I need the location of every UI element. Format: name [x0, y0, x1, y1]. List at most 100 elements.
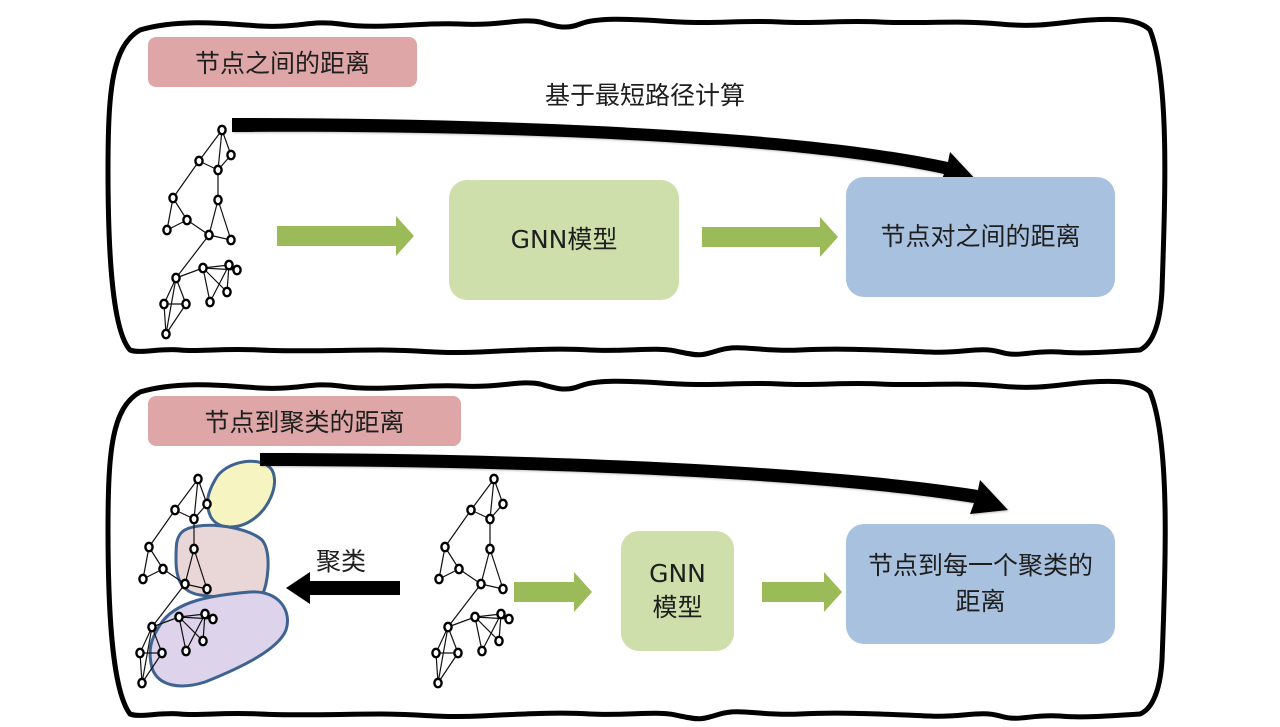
graph-node [431, 647, 441, 659]
graph-edge [474, 616, 500, 642]
graph-node [198, 635, 208, 647]
graph-node [232, 264, 242, 276]
graph-edge [444, 509, 472, 548]
graph-node [485, 543, 495, 555]
graph-node [180, 578, 190, 590]
graph-edge [202, 267, 211, 303]
graph-node [498, 583, 508, 595]
graph-node [193, 473, 203, 485]
graph-node [181, 645, 191, 657]
graph-node [171, 272, 181, 284]
graph-edge [178, 616, 187, 652]
gnn-model-box-top: GNN模型 [449, 180, 679, 300]
graph-edge [489, 548, 504, 590]
graph-edge [193, 478, 199, 520]
graph-node [434, 573, 444, 585]
graph-edge [202, 267, 228, 293]
graph-node [168, 192, 178, 204]
graph-edge [198, 129, 223, 162]
input-graph-top [159, 124, 242, 340]
graph-node [158, 563, 168, 575]
graph-edge [165, 277, 177, 335]
graph-node [182, 214, 192, 226]
graph-edge [185, 613, 206, 652]
flow-arrow-graph-to-model-bottom [514, 572, 592, 612]
curved-arrow-cluster-distance [260, 453, 1008, 514]
graph-node [194, 155, 204, 167]
graph-node [433, 677, 443, 689]
shortest-path-label: 基于最短路径计算 [545, 81, 746, 110]
graph-edge [178, 616, 204, 642]
section-tag-node-cluster-distance: 节点到聚类的距离 [148, 396, 461, 446]
graph-edge [438, 546, 446, 580]
result-text: 节点对之间的距离 [880, 222, 1081, 251]
graph-node [217, 124, 227, 136]
graph-edge [437, 652, 459, 684]
graph-node [205, 296, 215, 308]
gnn-model-text: GNN模型 [510, 225, 618, 254]
graph-node [162, 224, 172, 236]
section-tag-text: 节点到聚类的距离 [204, 408, 405, 437]
graph-edge [208, 199, 219, 236]
graph-node [161, 328, 171, 340]
graph-edge [141, 652, 163, 684]
flow-arrow-model-to-result-bottom [762, 572, 842, 612]
graph-node [476, 578, 486, 590]
graph-node [138, 573, 148, 585]
graph-edge [470, 478, 495, 511]
graph-node [202, 583, 212, 595]
gnn-model-box-bottom: GNN 模型 [621, 531, 734, 651]
graph-edge [437, 626, 449, 684]
graph-node [224, 259, 234, 271]
graph-node [496, 608, 506, 620]
graph-node [494, 635, 504, 647]
graph-edge [166, 197, 174, 231]
graph-node [466, 504, 476, 516]
graph-node [198, 262, 208, 274]
graph-node [489, 473, 499, 485]
graph-edge [480, 548, 491, 585]
graph-node [137, 677, 147, 689]
graph-edge [151, 583, 186, 628]
graph-node [226, 149, 236, 161]
graph-edge [217, 129, 223, 171]
graph-edge [172, 160, 200, 199]
graph-node [174, 611, 184, 623]
graph-edge [481, 613, 502, 652]
cluster-label: 聚类 [316, 547, 367, 576]
graph-edge [141, 626, 153, 684]
graph-node [213, 164, 223, 176]
graph-node [147, 621, 157, 633]
graph-edge [148, 509, 176, 548]
graph-edge [209, 264, 230, 303]
graph-node [443, 621, 453, 633]
graph-node [189, 543, 199, 555]
graph-edge [142, 546, 150, 580]
graph-node [454, 563, 464, 575]
cluster-arrow [286, 572, 400, 604]
graph-node [170, 504, 180, 516]
graph-node [453, 647, 463, 659]
graph-edge [489, 478, 495, 520]
graph-edge [174, 478, 199, 511]
graph-node [477, 645, 487, 657]
graph-node [213, 194, 223, 206]
section-tag-text: 节点之间的距离 [194, 49, 370, 78]
graph-node [485, 513, 495, 525]
graph-node [204, 229, 214, 241]
graph-node [226, 234, 236, 246]
graph-node [208, 613, 218, 625]
gnn-model-text-line1: GNN [649, 559, 706, 588]
graph-node [202, 498, 212, 510]
graph-node [498, 498, 508, 510]
graph-node [135, 647, 145, 659]
graph-edge [474, 616, 483, 652]
result-box-node-cluster-distance: 节点到每一个聚类的距离 [846, 524, 1115, 644]
graph-node [504, 613, 514, 625]
input-graph-bottom [431, 473, 514, 689]
curved-arrow-shortest-path [232, 118, 978, 184]
graph-edge [184, 548, 195, 585]
graph-node [181, 298, 191, 310]
gnn-model-text-line2: 模型 [652, 593, 703, 622]
graph-node [440, 541, 450, 553]
